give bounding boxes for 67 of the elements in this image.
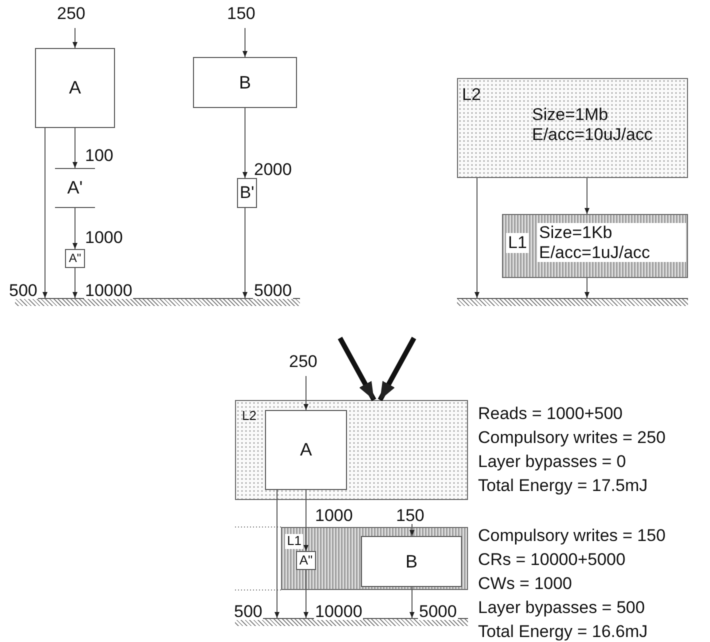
arrow xyxy=(242,108,248,178)
edge-label: 5000 xyxy=(253,282,293,299)
edge-label: 1000 xyxy=(84,229,124,246)
block-box xyxy=(193,57,297,108)
edge-label: 1000 xyxy=(314,507,354,524)
memory-level-box xyxy=(235,400,468,500)
stat-text: CRs = 10000+5000 xyxy=(478,551,626,568)
arrow xyxy=(72,208,78,250)
arrow xyxy=(474,178,480,298)
edge-label: 500 xyxy=(233,603,264,620)
stat-text: Compulsory writes = 250 xyxy=(478,429,666,446)
arrow xyxy=(304,490,308,552)
arrow xyxy=(304,376,308,410)
edge-label: 100 xyxy=(84,147,114,164)
block-box xyxy=(35,48,115,128)
arrow xyxy=(242,208,248,298)
arrow xyxy=(338,336,376,402)
edge-label: 2000 xyxy=(253,161,293,178)
block-label: A xyxy=(298,440,313,460)
level-label: L2 xyxy=(462,85,481,105)
block-box xyxy=(237,178,257,208)
level-label: L1 xyxy=(285,534,304,549)
edge-label: 150 xyxy=(395,507,426,524)
block-label: A" xyxy=(68,252,82,266)
block-label: B xyxy=(404,551,418,572)
block-label: A" xyxy=(298,553,314,568)
arrow xyxy=(410,522,414,536)
stat-text: Total Energy = 16.6mJ xyxy=(478,623,648,640)
arrow xyxy=(242,28,248,58)
arrow xyxy=(410,586,414,618)
edge-label: 150 xyxy=(226,5,256,22)
spec-text: Size=1Kb E/acc=1uJ/acc xyxy=(537,223,686,262)
arrow xyxy=(584,278,590,298)
memory-level-box xyxy=(502,214,688,278)
arrow xyxy=(584,178,590,214)
arrow xyxy=(378,336,416,402)
block-box xyxy=(361,536,462,587)
spec-text: Size=1Mb E/acc=10uJ/acc xyxy=(532,105,654,144)
level-label: L2 xyxy=(242,409,256,424)
arrow xyxy=(304,570,308,618)
edge-label: 10000 xyxy=(84,282,134,299)
block-label: A xyxy=(68,78,82,98)
ground-hatch-bar xyxy=(15,298,300,306)
arrow xyxy=(274,490,280,618)
block-label: A' xyxy=(66,178,84,198)
level-label: L1 xyxy=(506,233,529,253)
stat-text: CWs = 1000 xyxy=(478,575,572,592)
edge-label: 250 xyxy=(288,353,318,370)
block-box xyxy=(265,410,347,490)
arrow xyxy=(72,28,78,48)
block-label: B xyxy=(238,72,252,93)
arrow xyxy=(72,128,78,168)
edge-label: 500 xyxy=(8,282,38,299)
stat-text: Layer bypasses = 0 xyxy=(478,453,626,470)
ground-hatch-bar xyxy=(457,298,688,306)
arrow xyxy=(72,268,78,298)
edge-label: 5000 xyxy=(418,603,458,620)
stat-text: Reads = 1000+500 xyxy=(478,405,623,422)
edge-label: 250 xyxy=(56,5,86,22)
edge-label: 10000 xyxy=(314,603,364,620)
block-label: B' xyxy=(238,183,256,203)
stat-text: Total Energy = 17.5mJ xyxy=(478,477,648,494)
memory-level-box xyxy=(457,78,688,178)
arrow xyxy=(42,128,48,298)
stat-text: Compulsory writes = 150 xyxy=(478,527,666,544)
memory-level-box xyxy=(281,527,468,590)
stat-text: Layer bypasses = 500 xyxy=(478,599,645,616)
